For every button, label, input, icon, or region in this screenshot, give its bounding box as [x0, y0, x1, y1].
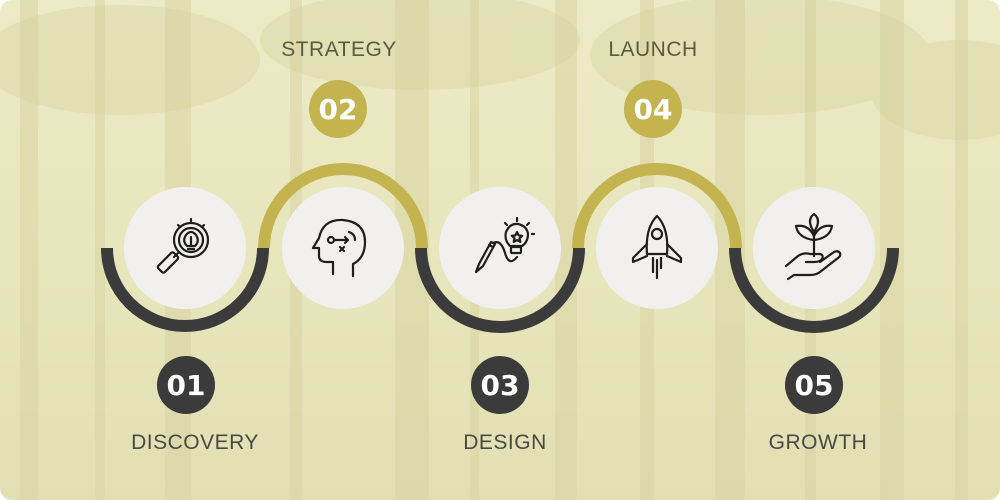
rocket-icon	[631, 214, 683, 280]
step-04-number: 04	[624, 80, 682, 138]
step-03-label: DESIGN	[463, 431, 547, 454]
head-strategy-icon	[311, 218, 367, 278]
step-01-number: 01	[157, 356, 215, 414]
step-04-circle	[596, 187, 718, 309]
arc-step-01	[101, 247, 269, 332]
step-01-circle	[124, 187, 246, 309]
step-02-label: STRATEGY	[281, 38, 397, 61]
step-03-circle	[439, 187, 561, 309]
step-02-circle	[282, 187, 404, 309]
magnifier-lightbulb-icon	[156, 217, 210, 274]
arc-step-05	[729, 247, 899, 333]
pencil-lightbulb-icon	[474, 216, 536, 274]
hand-plant-icon	[784, 212, 842, 281]
step-03-number: 03	[471, 356, 529, 414]
step-04-label: LAUNCH	[608, 38, 698, 61]
step-05-circle	[753, 187, 875, 309]
step-01-label: DISCOVERY	[131, 431, 259, 454]
step-05-number: 05	[785, 356, 843, 414]
step-05-label: GROWTH	[768, 431, 868, 454]
arc-step-02	[258, 163, 428, 249]
step-02-number: 02	[309, 80, 367, 138]
arc-step-04	[572, 163, 742, 249]
arc-step-03	[415, 247, 585, 333]
